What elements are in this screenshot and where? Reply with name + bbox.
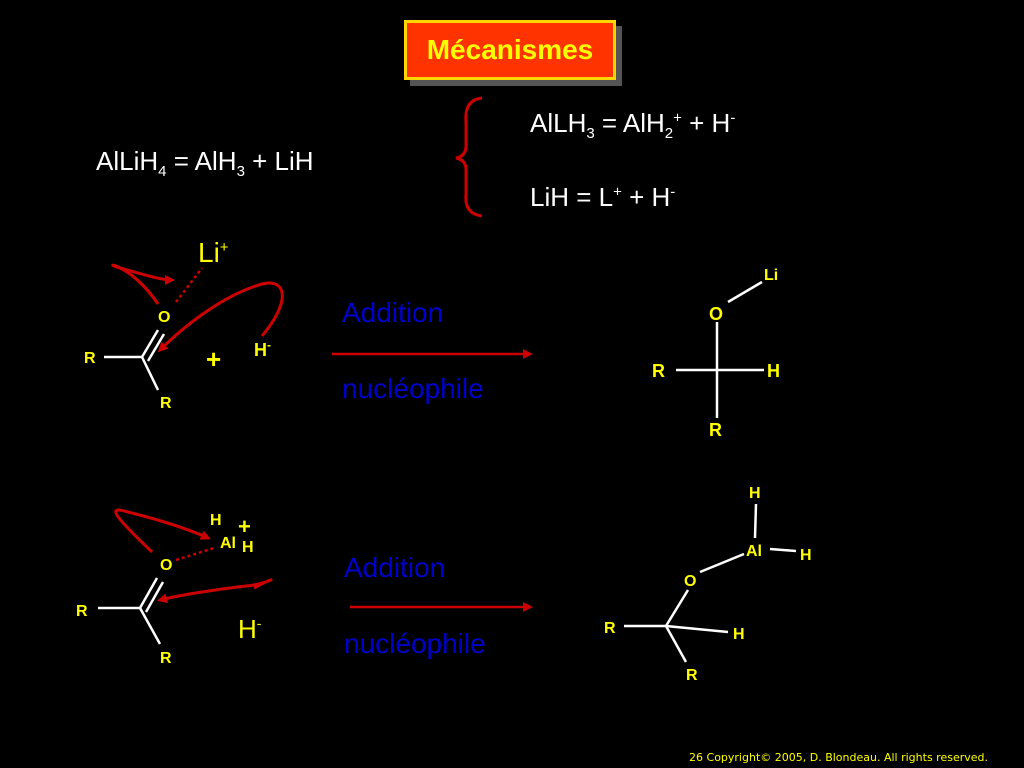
oxygen-label-2: O <box>160 557 172 574</box>
eq2-sup2: + <box>673 109 682 127</box>
product-o-label: O <box>709 304 723 324</box>
eq2-part3: + H <box>681 108 731 138</box>
bond-c-o-p <box>664 589 690 627</box>
product-r-bottom-label: R <box>709 420 722 440</box>
al-label: Al <box>220 535 236 552</box>
product2-h-top-label: H <box>749 485 761 502</box>
li-label: Li+ <box>198 237 229 268</box>
eq3-part2: + H <box>621 182 671 212</box>
plus-sign: + <box>206 344 221 374</box>
bond-c-o-2 <box>146 333 166 362</box>
curved-arrow-2 <box>157 281 284 353</box>
dotted-bond-li <box>175 267 203 303</box>
mechanism2-product: H Al H O R H R <box>604 485 812 684</box>
mechanism2-arrow: Addition nucléophile <box>344 552 533 659</box>
page-title: Mécanismes <box>426 34 594 65</box>
eq1-part1: AlLiH <box>96 146 159 176</box>
bond-al-h-p <box>769 547 797 553</box>
title-box: Mécanismes <box>404 20 616 80</box>
equation-allh3: AlLH3 = AlH2+ + H- <box>530 108 735 142</box>
arrow-label-addition-2: Addition <box>344 552 445 583</box>
product2-r-left-label: R <box>604 620 616 637</box>
bond-c-r <box>140 356 160 391</box>
eq3-sup2: - <box>670 183 676 201</box>
curved-arrow-1 <box>111 263 175 305</box>
product-r-left-label: R <box>652 361 665 381</box>
eq1-part3: + LiH <box>244 146 314 176</box>
product-li-label: Li <box>764 267 778 284</box>
eq2-sup3: - <box>730 109 736 127</box>
h-top-label: H <box>210 512 222 529</box>
eq3-sup1: + <box>613 183 622 201</box>
bond-c-o-2b <box>144 581 165 613</box>
r-bottom-label-2: R <box>160 650 172 667</box>
arrow-label-addition: Addition <box>342 297 443 328</box>
arrow-label-nucleophile-2: nucléophile <box>344 628 486 659</box>
bond-c-o-2a <box>138 577 159 609</box>
mechanism2-reactant: H + Al H O R R H- <box>76 508 273 667</box>
bond-o-al-p <box>699 552 745 574</box>
curved-arrow-4 <box>157 578 273 604</box>
product2-r-bottom-label: R <box>686 667 698 684</box>
dotted-bond-al <box>175 546 215 562</box>
plus-sign-2: + <box>238 514 251 539</box>
bond-c-h-p <box>665 624 729 634</box>
equation-allih4: AlLiH4 = AlH3 + LiH <box>96 146 314 180</box>
r-left-label: R <box>84 350 96 367</box>
bond-al-htop-p <box>753 503 758 539</box>
eq2-part2: = AlH <box>594 108 665 138</box>
h-right-label: H <box>242 539 254 556</box>
r-bottom-label: R <box>160 395 172 412</box>
eq2-sub2: 2 <box>664 125 674 143</box>
product2-al-label: Al <box>746 543 762 560</box>
eq1-sub1: 4 <box>158 163 167 181</box>
hydride-label: H- <box>254 338 271 360</box>
product-h-label: H <box>767 361 780 381</box>
product2-h-label: H <box>733 626 745 643</box>
bond-c-o-1 <box>140 329 160 358</box>
eq1-sub2: 3 <box>236 163 245 181</box>
curly-brace <box>455 96 483 218</box>
arrow-label-nucleophile: nucléophile <box>342 373 484 404</box>
eq2-sub1: 3 <box>586 125 595 143</box>
bond-c-r-p <box>664 625 688 663</box>
product2-o-label: O <box>684 573 696 590</box>
equation-lih: LiH = L+ + H- <box>530 182 675 213</box>
hydride-label-2: H- <box>238 614 262 644</box>
eq2-part1: AlLH <box>530 108 587 138</box>
eq1-part2: = AlH <box>166 146 237 176</box>
bond-c-r-2 <box>138 607 162 645</box>
bond-o-li <box>727 280 763 304</box>
r-left-label-2: R <box>76 603 88 620</box>
mechanism1-arrow: Addition nucléophile <box>332 297 533 404</box>
copyright-footer: 26 Copyright© 2005, D. Blondeau. All rig… <box>689 751 988 764</box>
curved-arrow-3 <box>114 508 211 554</box>
oxygen-label: O <box>158 309 170 326</box>
eq3-part1: LiH = L <box>530 182 614 212</box>
mechanism1-product: Li O R H R <box>652 267 780 440</box>
mechanism1-reactant: Li+ O R R + H- <box>84 237 284 412</box>
product2-h-right-label: H <box>800 547 812 564</box>
